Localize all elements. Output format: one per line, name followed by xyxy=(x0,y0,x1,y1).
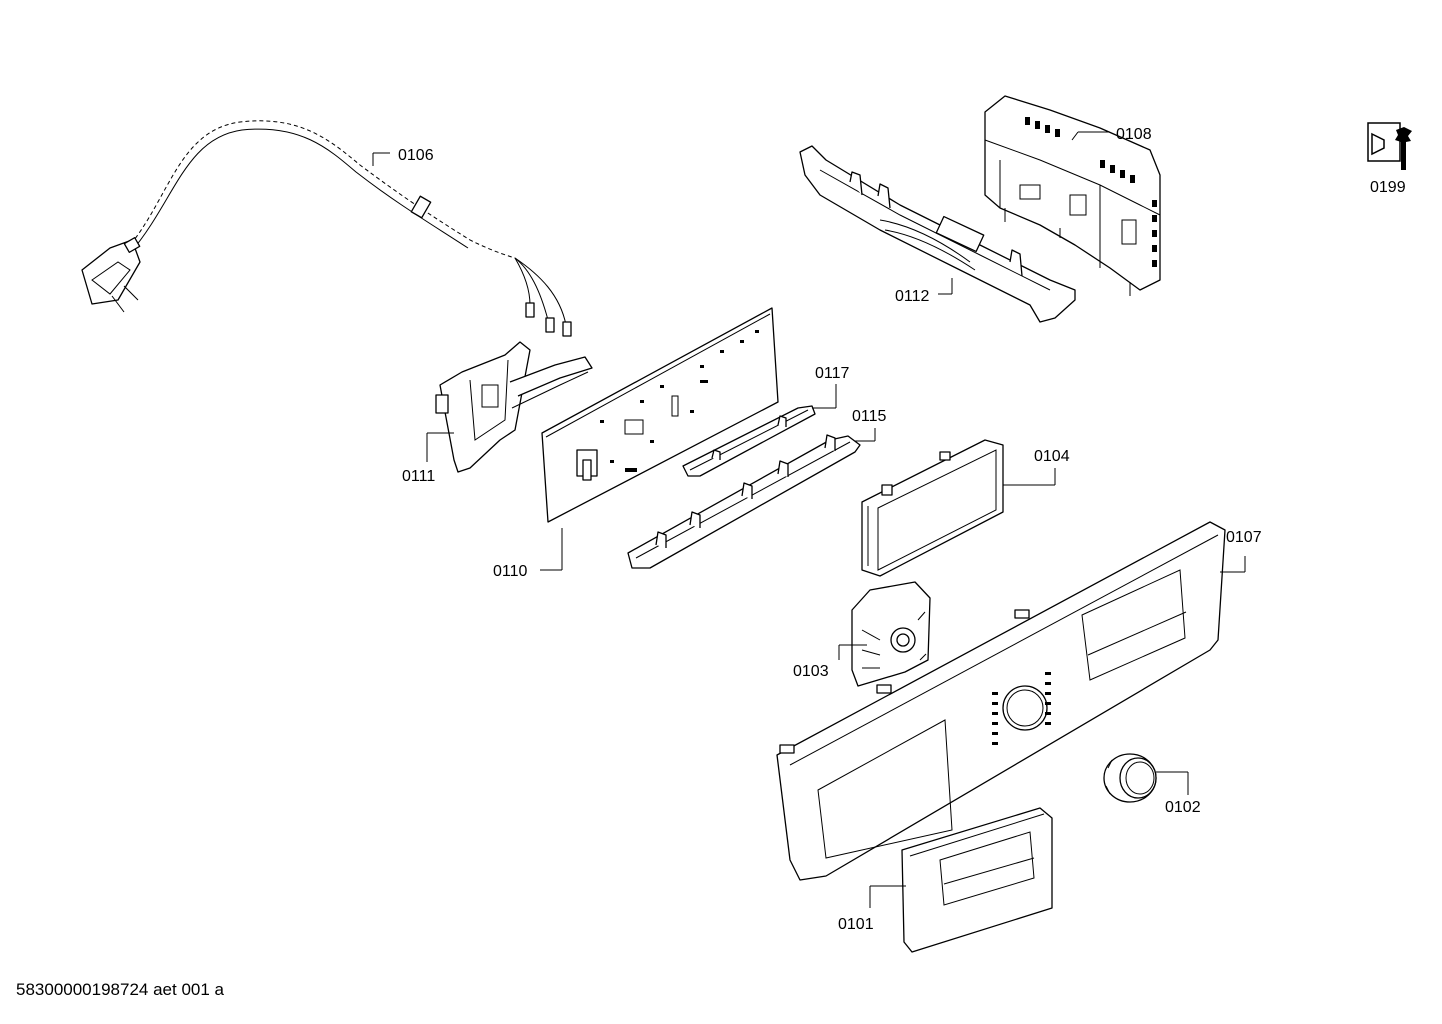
selector-holder-drawing[interactable] xyxy=(851,581,931,687)
part-label-0101: 0101 xyxy=(838,916,874,933)
part-label-0108: 0108 xyxy=(1116,126,1152,143)
part-label-0115: 0115 xyxy=(852,408,887,425)
light-guide-upper-drawing[interactable] xyxy=(682,405,816,477)
bracket-drawing[interactable] xyxy=(435,341,593,473)
cable-holder-drawing[interactable] xyxy=(799,145,1076,323)
service-icon-label: 0199 xyxy=(1370,179,1406,196)
part-label-0102: 0102 xyxy=(1165,799,1201,816)
part-label-0117: 0117 xyxy=(815,365,850,382)
control-module-drawing[interactable] xyxy=(984,95,1161,296)
selector-knob-drawing[interactable] xyxy=(1103,753,1157,803)
light-guide-lower-drawing[interactable] xyxy=(627,434,861,569)
display-window-drawing[interactable] xyxy=(861,439,1004,577)
wrench-service-icon[interactable] xyxy=(1367,122,1412,170)
part-label-0111: 0111 xyxy=(402,468,435,485)
part-label-0107: 0107 xyxy=(1226,529,1262,546)
part-label-0103: 0103 xyxy=(793,663,829,680)
control-pcb-drawing[interactable] xyxy=(541,307,779,523)
part-label-0104: 0104 xyxy=(1034,448,1070,465)
part-label-0106: 0106 xyxy=(398,147,434,164)
detergent-drawer-handle-drawing[interactable] xyxy=(901,807,1053,953)
document-id: 58300000198724 aet 001 a xyxy=(16,980,224,999)
power-cord-drawing[interactable] xyxy=(81,120,572,337)
control-panel-fascia-drawing[interactable] xyxy=(776,521,1226,881)
part-label-0110: 0110 xyxy=(493,563,528,580)
leader-line xyxy=(1071,131,1079,141)
part-label-0112: 0112 xyxy=(895,288,930,305)
